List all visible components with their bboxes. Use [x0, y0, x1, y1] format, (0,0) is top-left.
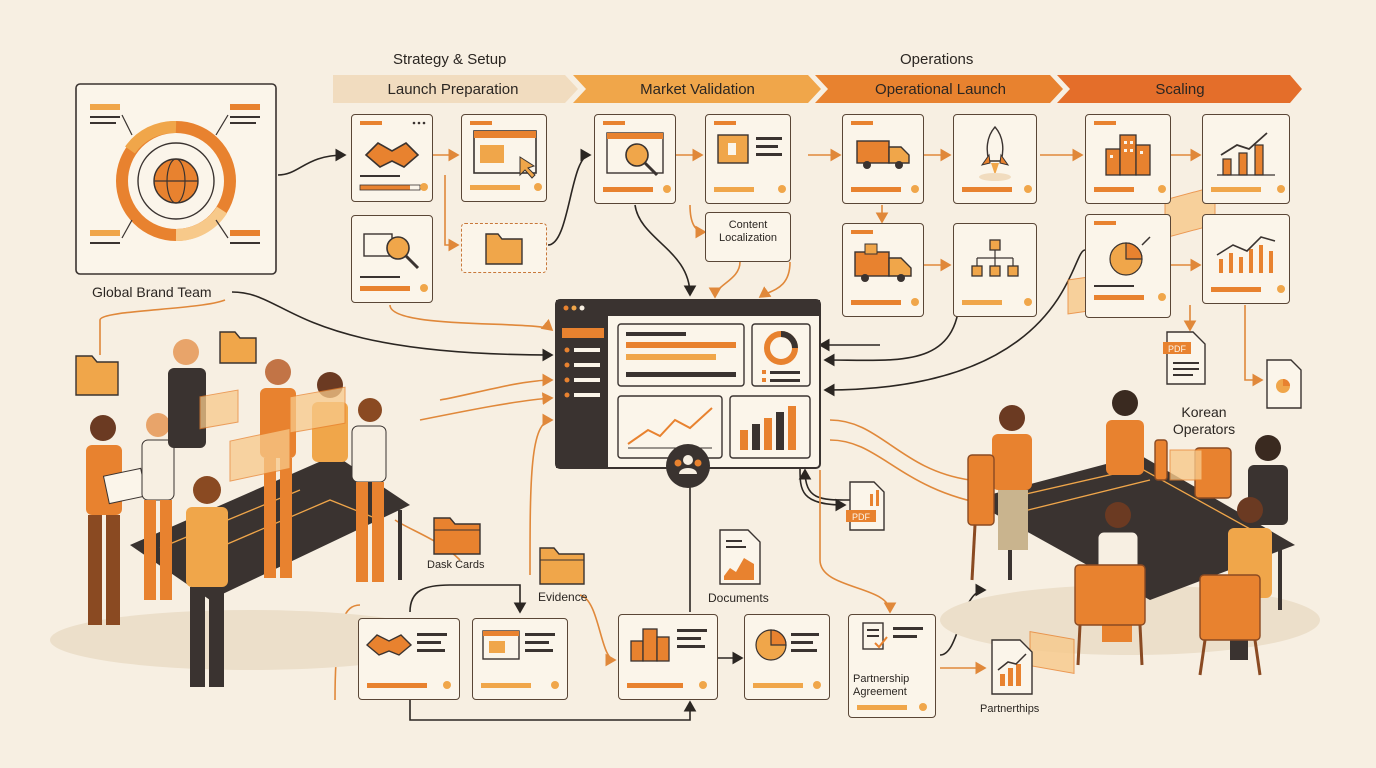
stage-label-market-validation: Market Validation: [640, 80, 755, 98]
task-card-structure[interactable]: [953, 223, 1037, 317]
rocket-icon: [962, 125, 1032, 193]
partnership-agreement-label: Partnership Agreement: [853, 673, 910, 698]
svg-text:PDF: PDF: [852, 512, 871, 522]
bar-chart-icon: [1211, 132, 1285, 193]
task-card-share[interactable]: [1085, 214, 1171, 318]
building-icon: [1094, 121, 1166, 193]
browser-cursor-icon: [481, 630, 559, 689]
stage-label-launch-preparation: Launch Preparation: [387, 80, 519, 98]
flow-lines-dark: [231, 148, 1086, 721]
hierarchy-icon: [962, 239, 1032, 306]
magnifier-icon: [603, 121, 671, 193]
stage-label-operational-launch: Operational Launch: [875, 80, 1006, 98]
korean-operators-label: Korean Operators: [1172, 404, 1236, 437]
truck-icon: [851, 230, 919, 306]
folder-icon: [485, 233, 523, 265]
pie-chart-icon: [753, 629, 821, 689]
building-icon: [627, 628, 707, 689]
browser-cursor-icon: [470, 121, 542, 191]
task-card-partner-meeting[interactable]: [358, 618, 460, 700]
task-card-research[interactable]: [351, 215, 433, 303]
evidence-label: Evidence: [538, 590, 588, 604]
handshake-icon: [365, 633, 451, 689]
task-card-handshake[interactable]: [351, 114, 433, 202]
document-tag-icon: [714, 121, 786, 193]
pie-chart-icon: [1094, 221, 1166, 301]
stage-label-scaling: Scaling: [1155, 80, 1205, 98]
global-brand-team-label: Global Brand Team: [92, 284, 212, 300]
folder-icon: [75, 331, 257, 396]
stage-bar: [333, 75, 1302, 103]
document-tag-icon: [862, 622, 923, 650]
stage-launch-preparation: [333, 75, 578, 103]
task-card-expansion[interactable]: [1085, 114, 1171, 204]
task-card-delivery[interactable]: [842, 223, 924, 317]
people-hub-icon: [666, 444, 710, 488]
task-card-partnership-agreement[interactable]: Partnership Agreement: [848, 614, 936, 718]
global-brand-team-illustration: [50, 339, 450, 687]
evidence-folder-icon: [538, 544, 586, 586]
content-localization-label: Content Localization: [718, 219, 778, 244]
korean-operators-illustration: [940, 185, 1320, 676]
documents-file-icon: [716, 528, 762, 586]
report-file-icon: [1263, 358, 1303, 410]
task-card-market-entry[interactable]: [618, 614, 718, 700]
magnifier-icon: [360, 233, 428, 292]
task-card-browser[interactable]: [461, 114, 547, 202]
task-card-growth[interactable]: [1202, 114, 1290, 204]
documents-label: Documents: [708, 591, 769, 605]
task-card-truck[interactable]: [842, 114, 924, 204]
stage-market-validation: [573, 75, 821, 103]
dask-cards-label: Dask Cards: [427, 559, 485, 571]
task-card-localized-content[interactable]: [705, 114, 791, 204]
task-card-content-localization[interactable]: Content Localization: [705, 212, 791, 262]
globe-diagram: [75, 83, 277, 275]
task-card-trend[interactable]: [1202, 214, 1290, 304]
task-card-analysis[interactable]: [744, 614, 830, 700]
pdf-file-icon: PDF: [846, 480, 886, 532]
dask-cards-folder-icon: [432, 514, 484, 556]
svg-text:PDF: PDF: [1168, 344, 1187, 354]
task-card-folder-draft[interactable]: [461, 223, 547, 273]
flow-lines-orange: [99, 148, 1264, 701]
truck-icon: [851, 121, 919, 193]
pdf-file-icon: PDF: [1163, 330, 1207, 386]
task-card-launch[interactable]: [953, 114, 1037, 204]
task-card-web-page[interactable]: [472, 618, 568, 700]
stage-operational-launch: [815, 75, 1063, 103]
partnerthips-label: Partnerthips: [980, 703, 1040, 715]
handshake-icon: [359, 121, 428, 191]
group-header-operations: Operations: [900, 51, 974, 68]
task-card-market-search[interactable]: [594, 114, 676, 204]
line-chart-icon: [1211, 236, 1285, 293]
stage-scaling: [1057, 75, 1302, 103]
group-header-strategy-setup: Strategy & Setup: [393, 51, 507, 68]
partnerships-file-icon: [988, 638, 1034, 696]
central-dashboard: [555, 299, 821, 469]
